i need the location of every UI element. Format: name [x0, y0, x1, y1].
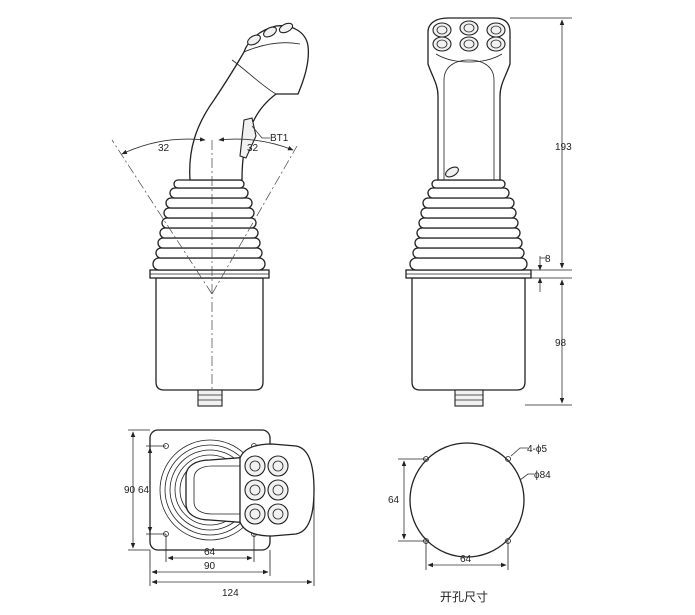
top-button-cluster	[244, 455, 289, 525]
front-button-cluster	[432, 20, 506, 52]
front-bellows	[409, 179, 528, 271]
top-view: 90 64 64 90 124	[124, 429, 315, 599]
cutout-diameter-label: ϕ84	[534, 470, 551, 481]
side-bellows	[152, 179, 266, 271]
angle-right-label: 32	[247, 143, 259, 154]
flange-thickness-label: 8	[545, 254, 551, 265]
mount-outer-height-label: 90	[124, 485, 136, 496]
mount-inner-height-label: 64	[138, 485, 150, 496]
hole-spec-label: 4-ϕ5	[527, 444, 547, 455]
body-height-label: 98	[555, 338, 567, 349]
mount-outer-width-label: 90	[204, 561, 216, 572]
cutout-hole-height-label: 64	[388, 495, 400, 506]
cutout-hole-width-label: 64	[460, 554, 472, 565]
side-connector	[197, 389, 223, 407]
angle-left-label: 32	[158, 143, 170, 154]
cutout-circle	[409, 442, 525, 558]
trigger-label: BT1	[270, 133, 289, 144]
front-view: 193 8 98	[405, 17, 572, 407]
front-handle	[427, 17, 511, 181]
side-view: 32 32 BT1	[111, 22, 310, 407]
cutout-caption: 开孔尺寸	[440, 590, 488, 604]
front-body	[411, 277, 526, 391]
mount-inner-width-label: 64	[204, 547, 216, 558]
panel-cutout: 4-ϕ5 ϕ84 64 64 开孔尺寸	[388, 442, 551, 604]
overall-width-label: 124	[222, 588, 239, 599]
total-height-label: 193	[555, 142, 572, 153]
side-body	[155, 277, 264, 391]
front-connector	[454, 389, 484, 407]
front-trigger	[445, 166, 459, 178]
